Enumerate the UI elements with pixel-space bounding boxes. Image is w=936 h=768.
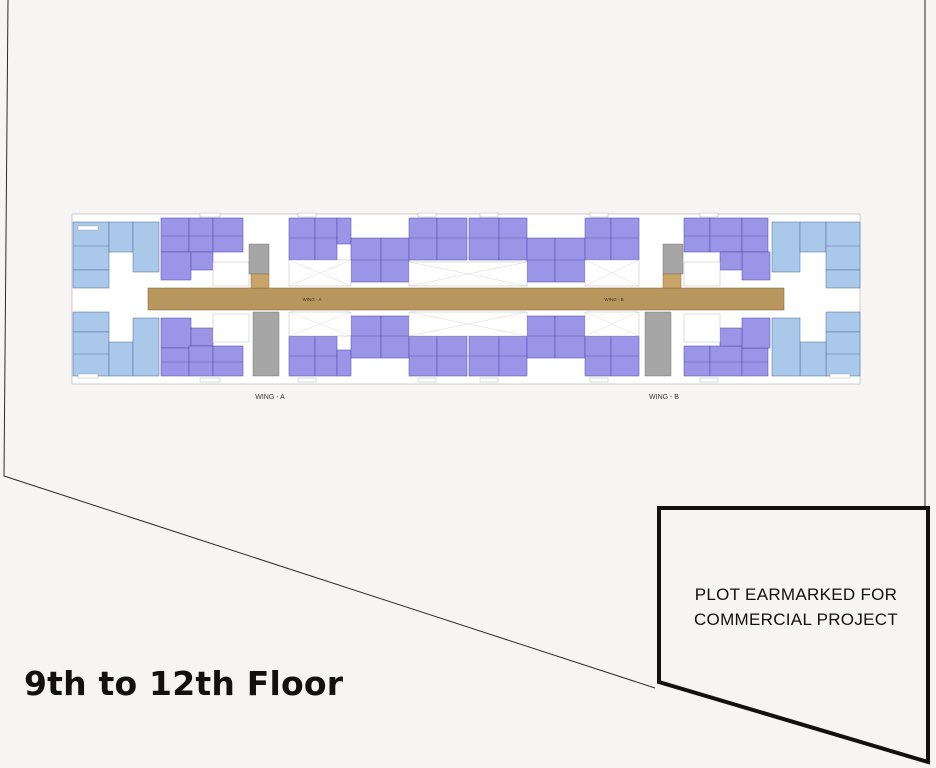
chajja-strips (77, 212, 851, 383)
commercial-plot (657, 506, 930, 765)
site-boundary-line (3, 0, 656, 689)
void-markers (288, 259, 640, 337)
wing-a-label: WING - A (255, 394, 285, 401)
commercial-plot-line-1: PLOT EARMARKED FOR (694, 585, 898, 604)
lift-cores (248, 243, 684, 377)
units-top-row (160, 217, 771, 283)
corridor-label-wing-a: WING - A (303, 297, 322, 302)
commercial-plot-label: PLOT EARMARKED FOR COMMERCIAL PROJECT (668, 582, 924, 632)
corridor-label-wing-b: WING - B (604, 297, 623, 302)
floor-plan: WING - A WING - B (71, 212, 861, 385)
commercial-plot-line-2: COMMERCIAL PROJECT (693, 610, 899, 629)
floor-title: 9th to 12th Floor (24, 664, 344, 703)
wing-b-label: WING - B (649, 394, 679, 401)
room-partitions (73, 235, 860, 363)
end-units-left (72, 221, 160, 377)
central-corridor (147, 287, 785, 311)
lobby-blocks (250, 273, 682, 289)
